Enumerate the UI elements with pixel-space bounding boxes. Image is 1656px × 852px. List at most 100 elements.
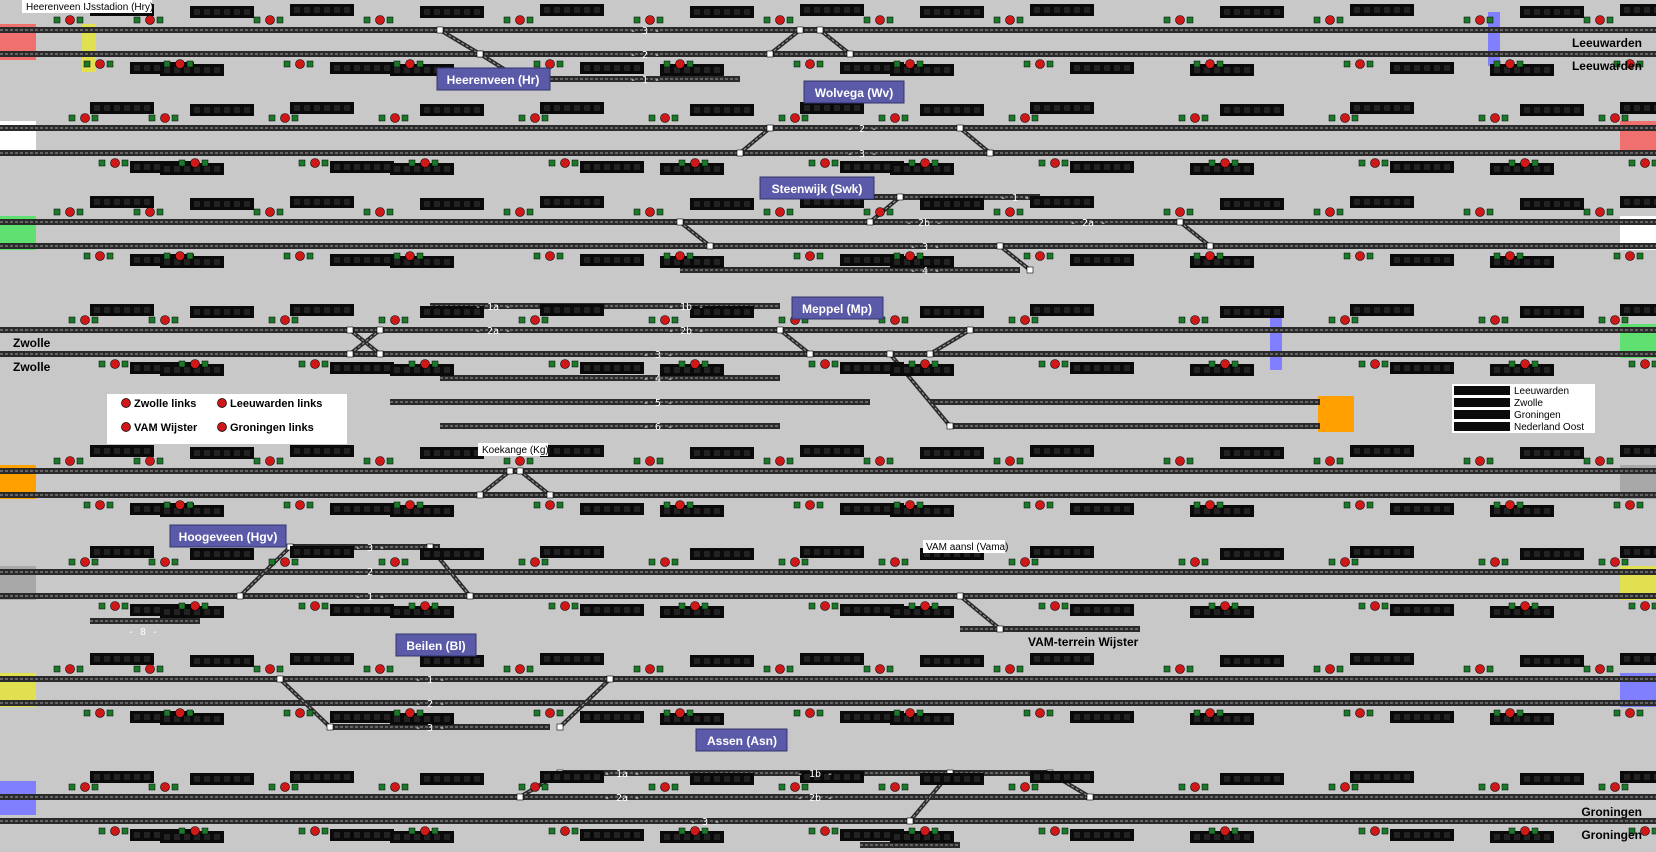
signal-icon: [405, 59, 415, 69]
station-assen[interactable]: Assen (Asn): [695, 728, 788, 752]
signal-icon: [875, 664, 885, 674]
signal-icon: [675, 500, 685, 510]
signal-icon: [1610, 782, 1620, 792]
signal-icon: [80, 557, 90, 567]
platform-label: - 1b -: [797, 769, 833, 780]
signal-icon: [920, 158, 930, 168]
end-label-vam-terrein-wijster: VAM-terrein Wijster: [1028, 635, 1139, 649]
platform-label: - 4 -: [643, 374, 673, 385]
signal-icon: [145, 664, 155, 674]
signal-icon: [1520, 826, 1530, 836]
signal-icon: [775, 664, 785, 674]
end-label-zwolle-1: Zwolle: [13, 336, 51, 350]
signal-icon: [1505, 59, 1515, 69]
station-heerenveen-label: Heerenveen (Hr): [447, 73, 540, 87]
signal-icon: [95, 708, 105, 718]
signal-icon: [530, 315, 540, 325]
signal-icon: [645, 664, 655, 674]
station-hoogeveen[interactable]: Hoogeveen (Hgv): [169, 524, 287, 548]
signal-icon: [80, 113, 90, 123]
legend-vam-wijster: VAM Wijster: [134, 422, 198, 434]
signal-icon: [790, 113, 800, 123]
signal-icon: [905, 59, 915, 69]
station-beilen[interactable]: Beilen (Bl): [395, 633, 477, 657]
signal-icon: [820, 826, 830, 836]
station-wolvega-label: Wolvega (Wv): [815, 86, 893, 100]
platform-label: - 2 -: [355, 567, 385, 578]
signal-icon: [530, 113, 540, 123]
signal-icon: [820, 359, 830, 369]
signal-icon: [645, 207, 655, 217]
signal-icon: [420, 601, 430, 611]
station-heerenveen[interactable]: Heerenveen (Hr): [436, 67, 551, 91]
signal-icon: [1595, 664, 1605, 674]
signal-icon: [1595, 15, 1605, 25]
signal-icon: [920, 359, 930, 369]
signal-icon: [265, 207, 275, 217]
end-label-groningen-2: Groningen: [1581, 828, 1642, 842]
signal-icon: [265, 456, 275, 466]
signal-icon: [1490, 782, 1500, 792]
legend-zwolle-links: Zwolle links: [134, 398, 196, 410]
signal-icon: [1640, 359, 1650, 369]
signal-icon: [110, 359, 120, 369]
signal-icon: [1475, 15, 1485, 25]
signal-icon: [645, 15, 655, 25]
signal-icon: [95, 251, 105, 261]
signal-icon: [1610, 113, 1620, 123]
signal-icon: [310, 359, 320, 369]
signal-icon: [175, 59, 185, 69]
signal-icon: [1355, 708, 1365, 718]
signal-icon: [375, 207, 385, 217]
signal-icon: [1475, 664, 1485, 674]
signal-icon: [1220, 601, 1230, 611]
signal-icon: [1490, 557, 1500, 567]
signal-icon: [545, 251, 555, 261]
signal-icon: [310, 158, 320, 168]
signal-icon: [175, 500, 185, 510]
signal-icon: [1205, 500, 1215, 510]
platform-label: - 1a -: [604, 769, 640, 780]
station-steenwijk[interactable]: Steenwijk (Swk): [759, 176, 875, 200]
signal-icon: [645, 456, 655, 466]
station-wolvega[interactable]: Wolvega (Wv): [803, 80, 905, 104]
signal-icon: [280, 782, 290, 792]
signal-icon: [1005, 664, 1015, 674]
signal-icon: [890, 782, 900, 792]
signal-icon: [1020, 782, 1030, 792]
signal-icon: [1035, 251, 1045, 261]
signal-icon: [1190, 557, 1200, 567]
signal-icon: [920, 826, 930, 836]
signal-icon: [1175, 207, 1185, 217]
platform-label: - 1 -: [1000, 193, 1030, 204]
signal-icon: [145, 207, 155, 217]
platform-label: - 4 -: [910, 266, 940, 277]
signal-icon: [175, 251, 185, 261]
signal-icon: [145, 456, 155, 466]
signal-icon: [1325, 207, 1335, 217]
signal-icon: [110, 601, 120, 611]
station-meppel[interactable]: Meppel (Mp): [791, 296, 884, 320]
signal-icon: [265, 664, 275, 674]
signal-icon: [1220, 158, 1230, 168]
signal-icon: [805, 708, 815, 718]
signal-icon: [905, 500, 915, 510]
station-hoogeveen-label: Hoogeveen (Hgv): [179, 530, 278, 544]
signal-icon: [190, 359, 200, 369]
signal-icon: [920, 601, 930, 611]
signal-icon: [905, 708, 915, 718]
platform-label: - 2 -: [415, 699, 445, 710]
signal-icon: [560, 359, 570, 369]
signal-icon: [515, 15, 525, 25]
signal-icon: [675, 59, 685, 69]
signal-icon: [190, 158, 200, 168]
signal-icon: [1190, 782, 1200, 792]
station-meppel-label: Meppel (Mp): [802, 302, 872, 316]
signal-icon: [310, 601, 320, 611]
signal-icon: [1625, 708, 1635, 718]
label-koekange: Koekange (Kg): [482, 445, 549, 456]
signal-icon: [1610, 315, 1620, 325]
signal-icon: [1005, 207, 1015, 217]
signal-icon: [660, 113, 670, 123]
signal-icon: [1325, 664, 1335, 674]
